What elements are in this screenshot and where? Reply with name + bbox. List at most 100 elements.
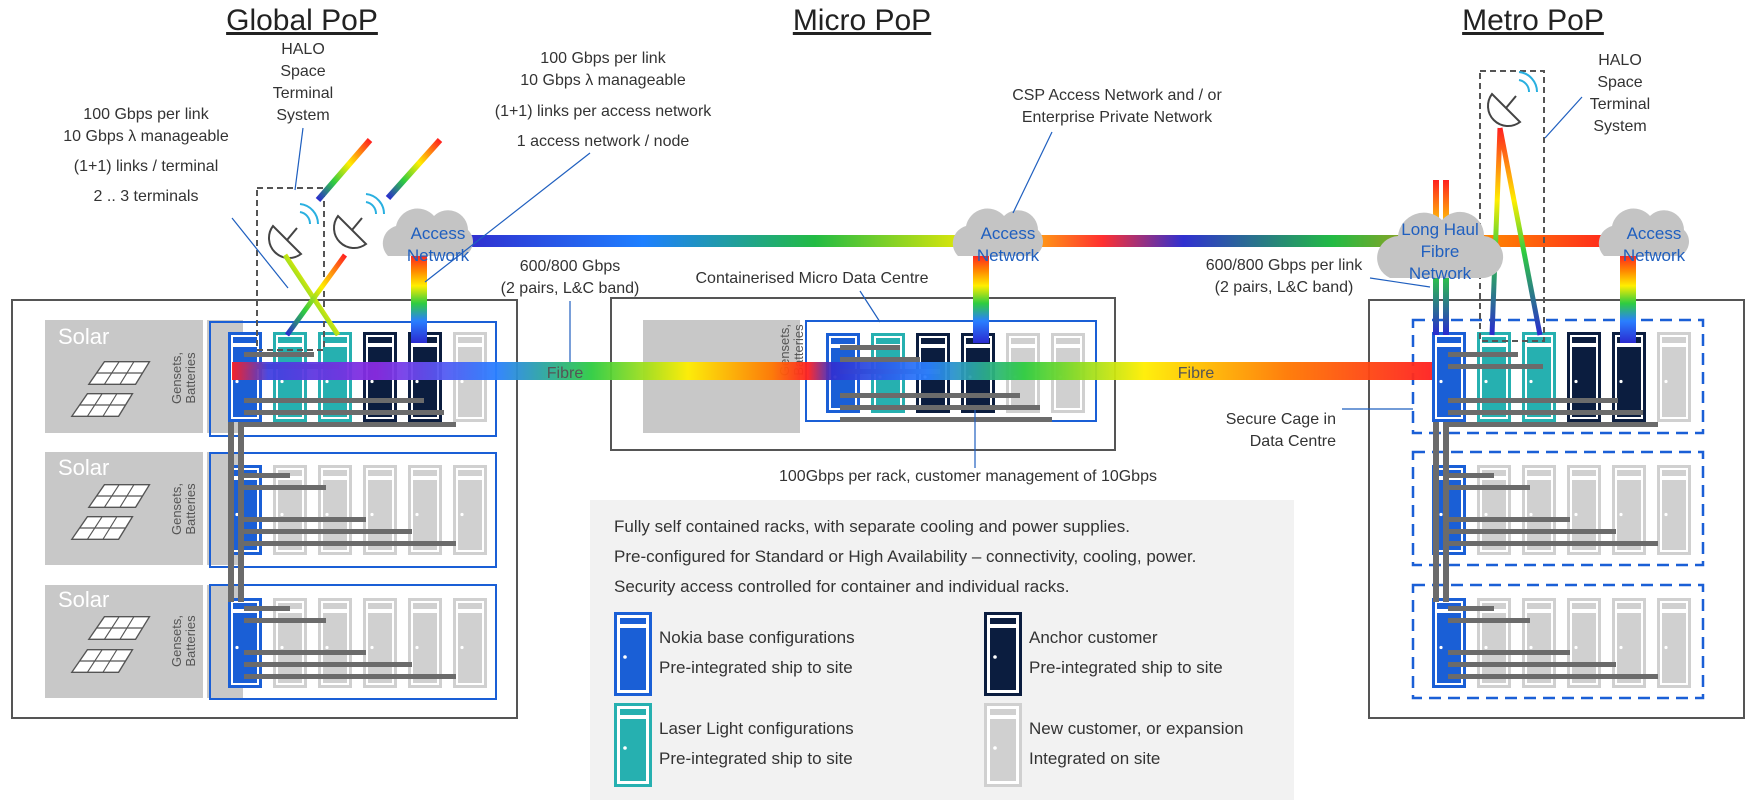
micro-note-pointer: [424, 152, 591, 283]
svg-text:Gensets,: Gensets,: [169, 483, 184, 535]
svg-text:(1+1) links / terminal: (1+1) links / terminal: [74, 158, 219, 175]
svg-text:100 Gbps per link: 100 Gbps per link: [83, 106, 209, 123]
rack-cable: [244, 650, 366, 655]
svg-text:1 access network / node: 1 access network / node: [517, 133, 690, 150]
access-network-cloud-global: Access Network: [382, 208, 473, 265]
fibre-capacity-note-left: 600/800 Gbps (2 pairs, L&C band): [501, 258, 640, 297]
rack-cable: [244, 422, 456, 427]
fibre-label-left: Fibre: [547, 365, 584, 382]
rack-cable: [1448, 422, 1658, 427]
satellite-beam: [315, 138, 373, 202]
svg-text:10 Gbps λ manageable: 10 Gbps λ manageable: [63, 128, 229, 145]
rack-cable: [840, 417, 1052, 422]
global-row-2: [45, 452, 497, 568]
svg-text:Network: Network: [1409, 264, 1472, 283]
halo-link: [284, 253, 348, 337]
svg-text:Batteries: Batteries: [183, 615, 198, 667]
rack-cable: [1448, 541, 1658, 546]
new-rack: [363, 465, 397, 555]
container-label: Containerised Micro Data Centre: [696, 270, 929, 287]
rack-cable: [1448, 618, 1530, 623]
svg-text:Secure Cage in: Secure Cage in: [1226, 411, 1336, 428]
svg-text:Network: Network: [407, 246, 470, 265]
metro-access-link: [1620, 255, 1636, 343]
fibre-capacity-note-right: 600/800 Gbps per link (2 pairs, L&C band…: [1206, 257, 1364, 296]
rack-cable: [1448, 606, 1494, 611]
svg-text:Batteries: Batteries: [183, 483, 198, 535]
svg-text:Space: Space: [1597, 74, 1642, 91]
rack-cable: [840, 357, 920, 362]
legend-item-sub: Integrated on site: [1029, 749, 1160, 768]
svg-text:Gensets,: Gensets,: [169, 352, 184, 404]
svg-text:Access: Access: [981, 224, 1036, 243]
rack-cable: [244, 674, 456, 679]
rack-cable: [1448, 398, 1618, 403]
new-rack: [318, 465, 352, 555]
nokia-rack: [1432, 332, 1466, 422]
rack-cable: [1448, 529, 1616, 534]
satellite-dish-icon: [268, 203, 320, 259]
gensets-label-global-2: Gensets, Batteries: [169, 483, 198, 535]
anchor-rack: [1612, 332, 1646, 422]
halo-label-global: HALO Space Terminal System: [273, 41, 333, 124]
metro-pop-title: Metro PoP: [1462, 4, 1604, 37]
new-rack: [453, 465, 487, 555]
nokia-rack: [1432, 598, 1466, 688]
new-rack: [1567, 465, 1601, 555]
svg-text:100 Gbps per link: 100 Gbps per link: [540, 50, 666, 67]
halo-pointer: [294, 127, 304, 191]
legend-item-sub: Pre-integrated ship to site: [659, 749, 853, 768]
svg-text:Gensets,: Gensets,: [169, 615, 184, 667]
global-interconnect: [238, 422, 244, 602]
new-rack: [273, 465, 307, 555]
rack-cable: [1448, 674, 1658, 679]
svg-text:600/800 Gbps: 600/800 Gbps: [520, 258, 621, 275]
rack-cable: [840, 345, 900, 350]
new-rack: [273, 598, 307, 688]
halo-link: [1489, 127, 1503, 336]
halo-link: [1497, 127, 1543, 336]
gensets-label-global-1: Gensets, Batteries: [169, 352, 198, 404]
svg-text:Enterprise Private Network: Enterprise Private Network: [1022, 109, 1213, 126]
rack-cable: [1448, 410, 1643, 415]
legend-line-1: Fully self contained racks, with separat…: [614, 517, 1130, 536]
new-rack: [1567, 598, 1601, 688]
new-rack: [1657, 465, 1691, 555]
secure-cage-note: Secure Cage in Data Centre: [1226, 411, 1336, 450]
svg-text:(1+1) links per access network: (1+1) links per access network: [495, 103, 713, 120]
satellite-dish-icon: [333, 193, 386, 249]
micro-pop-title: Micro PoP: [793, 4, 931, 37]
anchor-rack: [1567, 332, 1601, 422]
svg-text:Data Centre: Data Centre: [1250, 433, 1336, 450]
new-rack: [1612, 598, 1646, 688]
new-rack: [1522, 465, 1556, 555]
rack-cable: [244, 398, 424, 403]
metro-interconnect: [1433, 422, 1439, 602]
legend-item-name: Anchor customer: [1029, 628, 1158, 647]
rack-capacity-note: 100Gbps per rack, customer management of…: [779, 468, 1157, 485]
rack-cable: [244, 485, 326, 490]
legend-item-laser: Laser Light configurationsPre-integrated…: [614, 703, 854, 787]
svg-text:Fibre: Fibre: [1421, 242, 1460, 261]
global-link-note: 100 Gbps per link 10 Gbps λ manageable (…: [63, 106, 229, 205]
new-rack: [1477, 598, 1511, 688]
container-pointer: [859, 290, 881, 323]
rack-cable: [244, 473, 290, 478]
svg-text:Access: Access: [1627, 224, 1682, 243]
halo-terminal-box-metro: [1479, 70, 1545, 342]
rack-cable: [1448, 352, 1518, 357]
legend-item-name: Laser Light configurations: [659, 719, 854, 738]
svg-text:600/800 Gbps per link: 600/800 Gbps per link: [1206, 257, 1364, 274]
halo-pointer: [1544, 96, 1583, 139]
legend-item-sub: Pre-integrated ship to site: [1029, 658, 1223, 677]
global-access-link: [411, 255, 427, 343]
svg-text:Network: Network: [1623, 246, 1686, 265]
global-note-pointer: [231, 217, 289, 289]
new-rack: [363, 598, 397, 688]
new-rack: [1657, 598, 1691, 688]
new-rack: [453, 598, 487, 688]
svg-text:System: System: [276, 107, 329, 124]
svg-text:Long Haul: Long Haul: [1401, 220, 1479, 239]
